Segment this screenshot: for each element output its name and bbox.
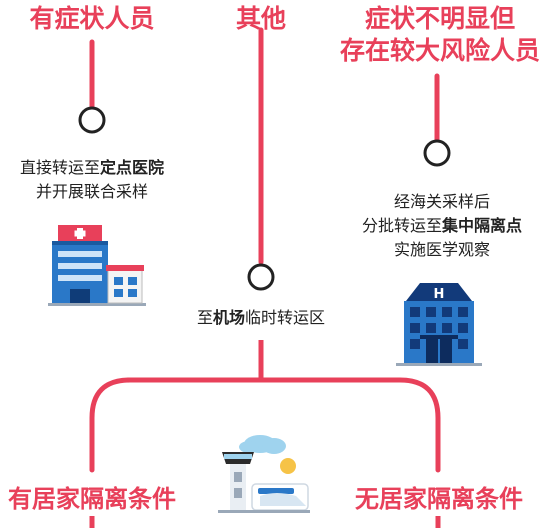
center-column-title: 其他 bbox=[235, 4, 286, 33]
right-branch-label: 无居家隔离条件 bbox=[355, 485, 523, 513]
svg-text:H: H bbox=[434, 287, 445, 302]
center-desc-post: 临时转运区 bbox=[245, 308, 326, 327]
left-description: 直接转运至定点医院 并开展联合采样 bbox=[0, 156, 190, 204]
left-branch-label: 有居家隔离条件 bbox=[8, 485, 176, 513]
airport-icon bbox=[218, 435, 310, 513]
right-title-line1: 症状不明显但 bbox=[364, 4, 515, 33]
center-node bbox=[247, 263, 275, 291]
quarantine-hotel-icon: H bbox=[396, 283, 482, 366]
right-column-title: 症状不明显但 存在较大风险人员 bbox=[335, 3, 545, 67]
right-desc-line2-bold: 集中隔离点 bbox=[442, 216, 523, 235]
left-desc-line1-bold: 定点医院 bbox=[100, 158, 165, 177]
left-desc-line2: 并开展联合采样 bbox=[35, 182, 148, 201]
right-description: 经海关采样后 分批转运至集中隔离点 实施医学观察 bbox=[330, 190, 553, 262]
right-desc-line3: 实施医学观察 bbox=[393, 240, 490, 259]
center-desc-pre: 至 bbox=[196, 308, 213, 327]
hospital-icon bbox=[48, 225, 146, 306]
center-description: 至机场临时转运区 bbox=[156, 306, 366, 330]
right-desc-line2-pre: 分批转运至 bbox=[361, 216, 442, 235]
center-desc-bold: 机场 bbox=[212, 308, 245, 327]
right-title-line2: 存在较大风险人员 bbox=[339, 36, 540, 65]
left-node bbox=[78, 106, 106, 134]
right-desc-line1: 经海关采样后 bbox=[393, 192, 490, 211]
branch-split-path bbox=[89, 377, 441, 473]
left-desc-line1-pre: 直接转运至 bbox=[19, 158, 100, 177]
left-column-title: 有症状人员 bbox=[29, 4, 155, 33]
right-node bbox=[423, 139, 451, 167]
